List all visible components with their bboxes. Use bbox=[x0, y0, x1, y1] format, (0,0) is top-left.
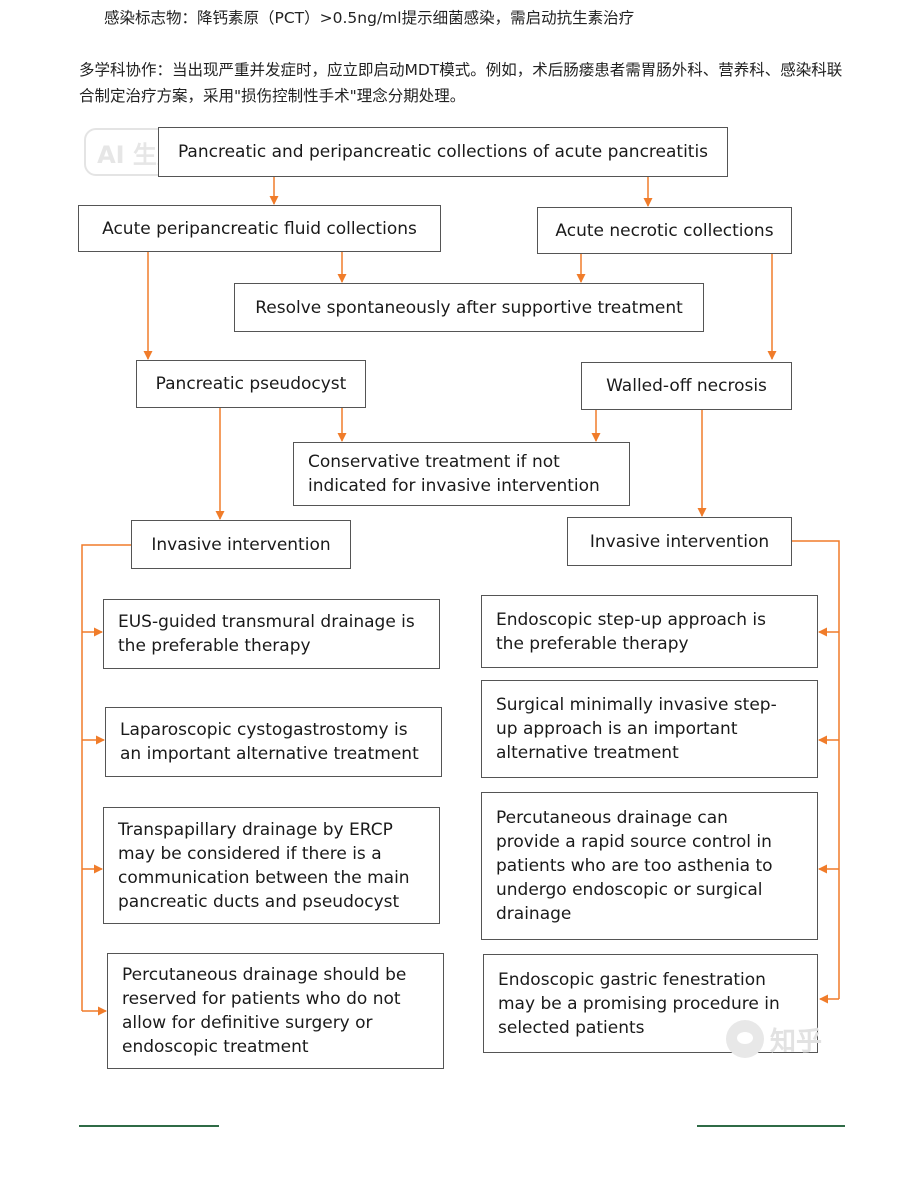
node-pseudocyst: Pancreatic pseudocyst bbox=[136, 360, 366, 408]
divider-right bbox=[697, 1125, 845, 1127]
node-anc: Acute necrotic collections bbox=[537, 207, 792, 254]
flowchart-figure: AI 生成 P bbox=[78, 123, 842, 1071]
node-won: Walled-off necrosis bbox=[581, 362, 792, 410]
node-invasive-left: Invasive intervention bbox=[131, 520, 351, 569]
divider-left bbox=[79, 1125, 219, 1127]
zhihu-watermark: 知乎 bbox=[726, 1018, 836, 1060]
zhihu-logo-icon bbox=[726, 1020, 764, 1058]
node-collections: Pancreatic and peripancreatic collection… bbox=[158, 127, 728, 177]
node-apfc: Acute peripancreatic fluid collections bbox=[78, 205, 441, 252]
right-bracket-line bbox=[792, 540, 840, 999]
left-bracket-line bbox=[81, 544, 131, 1011]
marker-note: 感染标志物：降钙素原（PCT）>0.5ng/ml提示细菌感染，需启动抗生素治疗 bbox=[104, 9, 635, 27]
flowchart-arrows bbox=[81, 177, 840, 1016]
right-option-surgical-stepup: Surgical minimally invasive step-up appr… bbox=[481, 680, 818, 778]
node-invasive-right: Invasive intervention bbox=[567, 517, 792, 566]
mdt-paragraph: 多学科协作：当出现严重并发症时，应立即启动MDT模式。例如，术后肠瘘患者需胃肠外… bbox=[79, 61, 843, 105]
node-resolve: Resolve spontaneously after supportive t… bbox=[234, 283, 704, 332]
